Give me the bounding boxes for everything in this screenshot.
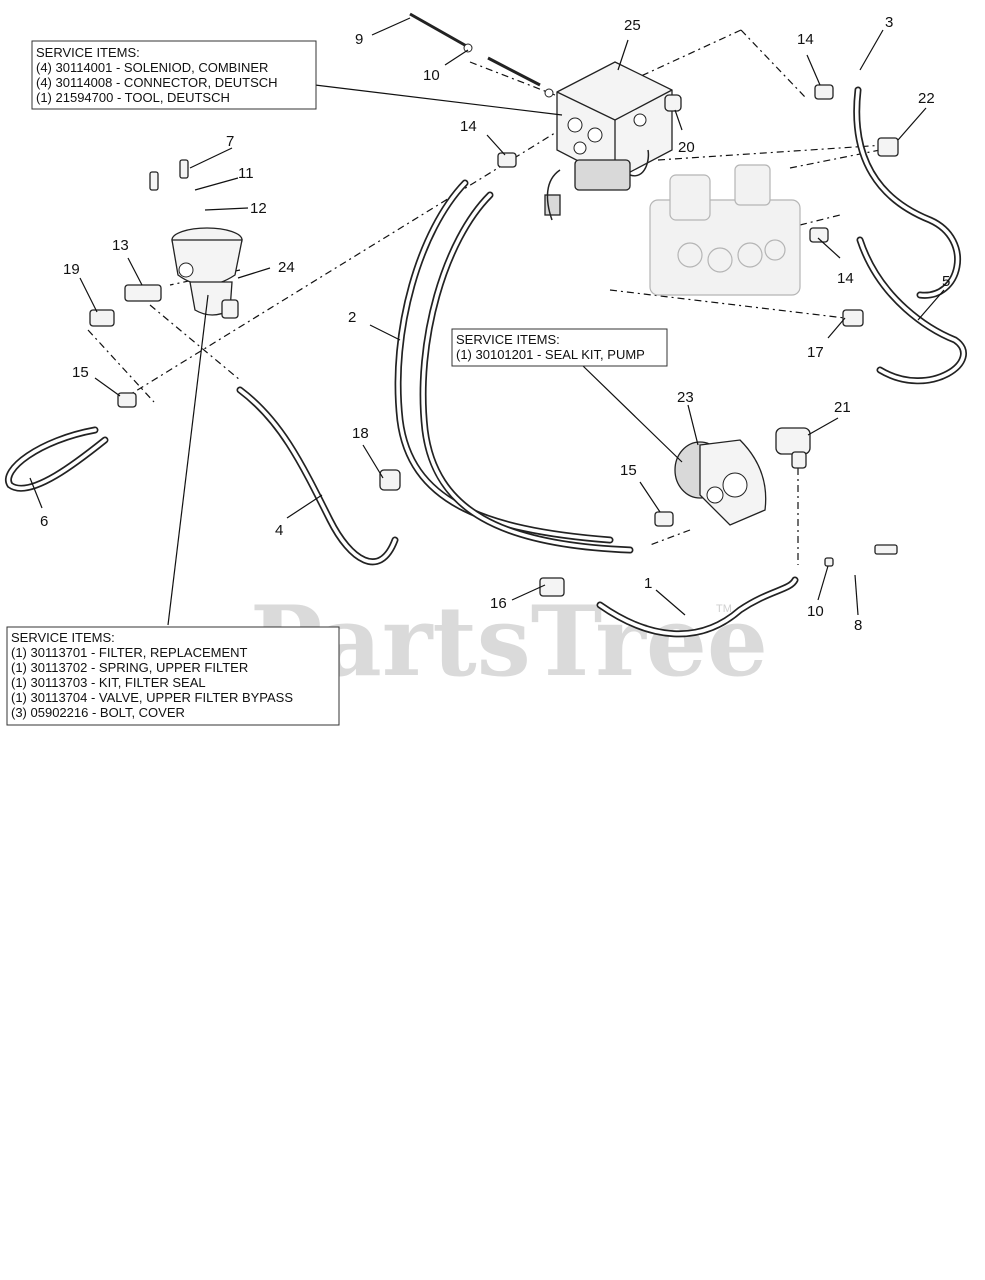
control-valve-ghost xyxy=(649,164,801,296)
fitting-14-center xyxy=(497,152,517,168)
leader-lines xyxy=(29,17,945,626)
elbow-22 xyxy=(877,137,899,157)
callout-18: 18 xyxy=(352,425,369,442)
callout-6: 6 xyxy=(40,513,48,530)
service-line: (4) 30114001 - SOLENIOD, COMBINER xyxy=(36,60,268,75)
elbow-fitting-21 xyxy=(775,427,811,469)
callout-16: 16 xyxy=(490,595,507,612)
service-line: (3) 05902216 - BOLT, COVER xyxy=(11,705,185,720)
callout-15-left: 15 xyxy=(72,364,89,381)
fitting-15-left xyxy=(117,392,137,408)
service-box-solenoid: SERVICE ITEMS: (4) 30114001 - SOLENIOD, … xyxy=(31,40,317,110)
service-line: (4) 30114008 - CONNECTOR, DEUTSCH xyxy=(36,75,278,90)
callout-7: 7 xyxy=(226,133,234,150)
callout-11: 11 xyxy=(238,165,254,182)
callout-9: 9 xyxy=(355,31,363,48)
callout-19: 19 xyxy=(63,261,80,278)
callout-14-right: 14 xyxy=(837,270,854,287)
callout-4: 4 xyxy=(275,522,283,539)
bolt-8 xyxy=(874,544,898,555)
fitting-19 xyxy=(89,309,115,327)
callout-22: 22 xyxy=(918,90,935,107)
assembly-lines xyxy=(87,29,886,565)
callout-2: 2 xyxy=(348,309,356,326)
service-line: (1) 30101201 - SEAL KIT, PUMP xyxy=(456,347,645,362)
tee-fitting-13 xyxy=(124,284,162,302)
hydraulic-filter xyxy=(171,227,243,319)
service-box-filter: SERVICE ITEMS: (1) 30113701 - FILTER, RE… xyxy=(6,626,340,726)
callout-labels: 1 2 3 4 5 6 7 8 9 10 10 11 12 13 14 14 1… xyxy=(40,14,950,634)
hydraulic-pump xyxy=(674,439,767,526)
service-line: (1) 30113703 - KIT, FILTER SEAL xyxy=(11,675,206,690)
service-line: (1) 21594700 - TOOL, DEUTSCH xyxy=(36,90,230,105)
plug-20 xyxy=(664,94,682,112)
callout-10-top: 10 xyxy=(423,67,440,84)
bolt-9 xyxy=(409,12,471,50)
fitting-18 xyxy=(379,469,401,491)
callout-15-pump: 15 xyxy=(620,462,637,479)
callout-1: 1 xyxy=(644,575,652,592)
callout-24: 24 xyxy=(278,259,295,276)
callout-10-bottom: 10 xyxy=(807,603,824,620)
fitting-15-pump xyxy=(654,511,674,527)
fitting-14-top xyxy=(814,84,834,100)
callout-17: 17 xyxy=(807,344,824,361)
rod-9 xyxy=(487,56,541,87)
callout-20: 20 xyxy=(678,139,695,156)
hoses xyxy=(5,86,967,638)
service-line: SERVICE ITEMS: xyxy=(11,630,115,645)
service-line: SERVICE ITEMS: xyxy=(36,45,140,60)
fittings xyxy=(89,12,899,597)
callout-14-top: 14 xyxy=(797,31,814,48)
valve-7 xyxy=(179,159,189,179)
service-line: (1) 30113704 - VALVE, UPPER FILTER BYPAS… xyxy=(11,690,293,705)
callout-5: 5 xyxy=(942,273,950,290)
callout-23: 23 xyxy=(677,389,694,406)
bolt-cover xyxy=(149,171,159,191)
fitting-14-right xyxy=(809,227,829,243)
fitting-17 xyxy=(842,309,864,327)
watermark-trademark: TM xyxy=(716,603,732,615)
service-line: SERVICE ITEMS: xyxy=(456,332,560,347)
callout-25: 25 xyxy=(624,17,641,34)
callout-8: 8 xyxy=(854,617,862,634)
solenoid-valve-block xyxy=(544,61,673,221)
washer-10 xyxy=(824,557,834,567)
service-line: (1) 30113702 - SPRING, UPPER FILTER xyxy=(11,660,248,675)
callout-14-center: 14 xyxy=(460,118,477,135)
callout-3: 3 xyxy=(885,14,893,31)
callout-13: 13 xyxy=(112,237,129,254)
callout-21: 21 xyxy=(834,399,851,416)
service-line: (1) 30113701 - FILTER, REPLACEMENT xyxy=(11,645,248,660)
service-box-pump: SERVICE ITEMS: (1) 30101201 - SEAL KIT, … xyxy=(451,328,668,367)
callout-12: 12 xyxy=(250,200,267,217)
washer-10-top xyxy=(463,43,473,53)
fitting-16 xyxy=(539,577,565,597)
washer-top xyxy=(544,88,554,98)
